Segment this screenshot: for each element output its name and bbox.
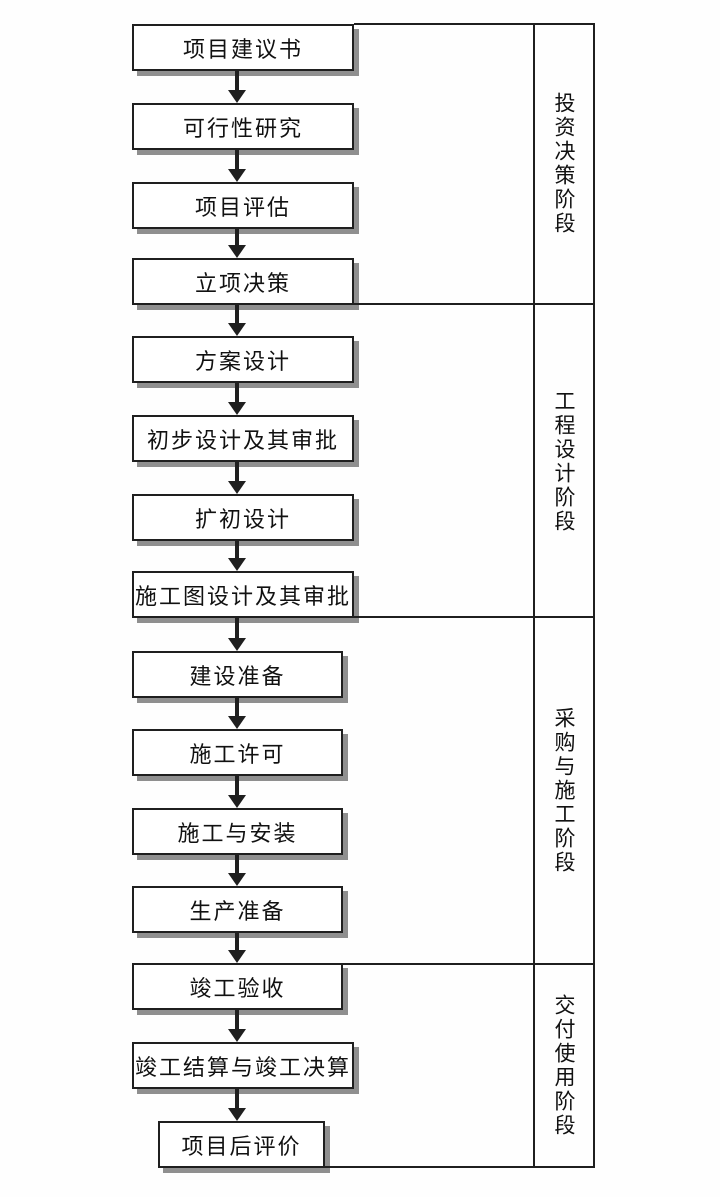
- flow-step-box: 建设准备: [132, 651, 343, 698]
- down-arrow-icon: [228, 150, 246, 182]
- down-arrow-icon: [228, 855, 246, 886]
- flow-step-box: 施工许可: [132, 729, 343, 776]
- stage-label: 交付使用阶段: [552, 993, 576, 1138]
- down-arrow-icon: [228, 618, 246, 651]
- stage-label: 投资决策阶段: [552, 92, 576, 236]
- stage-label: 工程设计阶段: [552, 389, 576, 534]
- down-arrow-icon: [228, 776, 246, 808]
- down-arrow-icon: [228, 305, 246, 336]
- stage-divider-line: [343, 963, 595, 965]
- stage-divider-line: [354, 303, 595, 305]
- flow-step-box: 项目评估: [132, 182, 354, 229]
- flow-step-box: 施工与安装: [132, 808, 343, 855]
- down-arrow-icon: [228, 541, 246, 571]
- flow-step-box: 项目建议书: [132, 24, 354, 71]
- down-arrow-icon: [228, 1010, 246, 1042]
- flow-step-box: 竣工验收: [132, 963, 343, 1010]
- flow-step-box: 可行性研究: [132, 103, 354, 150]
- down-arrow-icon: [228, 71, 246, 103]
- flow-step-box: 立项决策: [132, 258, 354, 305]
- flow-step-box: 竣工结算与竣工决算: [132, 1042, 354, 1089]
- down-arrow-icon: [228, 229, 246, 258]
- down-arrow-icon: [228, 933, 246, 963]
- stage-label: 采购与施工阶段: [552, 706, 576, 875]
- down-arrow-icon: [228, 1089, 246, 1121]
- stage-column-left-border: [533, 23, 535, 1168]
- stage-column-right-border: [593, 23, 595, 1168]
- stage-bottom-line: [323, 1166, 595, 1168]
- stage-top-line: [354, 23, 595, 25]
- flow-step-box: 方案设计: [132, 336, 354, 383]
- flow-step-box: 施工图设计及其审批: [132, 571, 354, 618]
- flow-step-box: 项目后评价: [158, 1121, 325, 1168]
- flow-step-box: 扩初设计: [132, 494, 354, 541]
- flow-step-box: 初步设计及其审批: [132, 415, 354, 462]
- flow-step-box: 生产准备: [132, 886, 343, 933]
- down-arrow-icon: [228, 462, 246, 494]
- down-arrow-icon: [228, 383, 246, 415]
- stage-divider-line: [354, 616, 595, 618]
- down-arrow-icon: [228, 698, 246, 729]
